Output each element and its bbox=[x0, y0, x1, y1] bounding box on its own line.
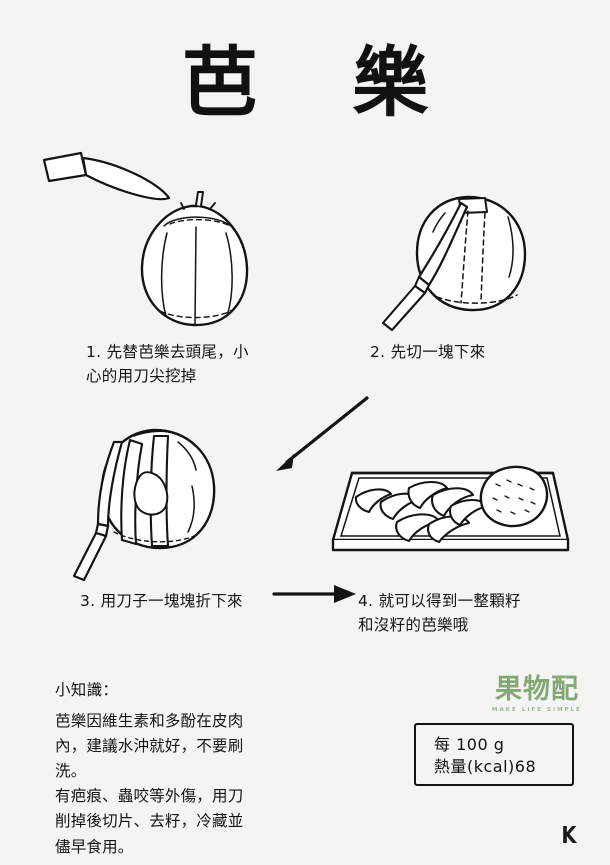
step-2-illustration bbox=[375, 185, 575, 335]
brand-logo: 果物配 MAKE LIFE SIMPLE bbox=[483, 676, 591, 713]
step-2-caption: 2. 先切一塊下來 bbox=[370, 343, 486, 361]
nutrition-calories: 熱量(kcal)68 bbox=[434, 757, 537, 777]
step-4-caption: 4. 就可以得到一整顆籽 和沒籽的芭樂哦 bbox=[358, 592, 521, 635]
nutrition-box: 每 100 g 熱量(kcal)68 bbox=[414, 723, 574, 786]
arrow-step3-to-step4-icon bbox=[272, 582, 360, 606]
artist-signature: K bbox=[561, 823, 577, 849]
tips-section: 小知識： 芭樂因維生素和多酚在皮肉 內，建議水沖就好，不要刷 洗。 有疤痕、蟲咬… bbox=[55, 678, 287, 860]
tips-heading: 小知識： bbox=[55, 681, 119, 699]
page-title: 芭 樂 bbox=[181, 38, 463, 127]
brand-logo-tagline: MAKE LIFE SIMPLE bbox=[492, 707, 582, 713]
tips-body: 芭樂因維生素和多酚在皮肉 內，建議水沖就好，不要刷 洗。 有疤痕、蟲咬等外傷，用… bbox=[55, 712, 244, 856]
step-1-caption: 1. 先替芭樂去頭尾，小 心的用刀尖挖掉 bbox=[86, 343, 249, 386]
brand-logo-mark: 果物配 bbox=[495, 674, 579, 705]
step-3-illustration bbox=[70, 420, 280, 585]
arrow-step2-to-step3-icon bbox=[268, 392, 373, 477]
step-1-illustration bbox=[36, 148, 286, 338]
step-4-illustration bbox=[325, 440, 580, 575]
step-3-caption: 3. 用刀子一塊塊折下來 bbox=[80, 592, 243, 610]
nutrition-serving-size: 每 100 g bbox=[434, 735, 505, 754]
